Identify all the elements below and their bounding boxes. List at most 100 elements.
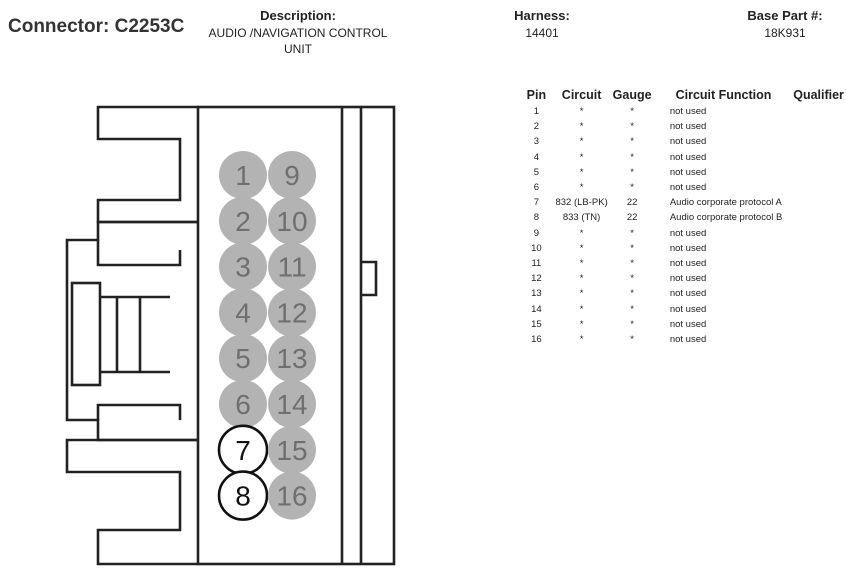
unused-cavity-circle (268, 425, 316, 474)
cell-qualifier (791, 165, 846, 180)
cell-circuit: * (579, 106, 584, 117)
pin-number-label: 3 (235, 252, 251, 283)
cell-circuit-function: not used (669, 166, 707, 178)
cell-circuit-function: not used (669, 318, 707, 330)
cell-gauge: * (630, 106, 634, 117)
cell-qualifier (791, 241, 846, 256)
unused-cavity-circle (268, 196, 316, 245)
description-value: AUDIO /NAVIGATION CONTROL UNIT (188, 25, 408, 57)
cell-circuit-function: not used (669, 136, 707, 148)
cell-gauge: * (630, 151, 634, 163)
pin-2: 2 (219, 196, 267, 245)
cell-circuit-function: not used (669, 273, 707, 285)
cell-qualifier (791, 256, 846, 271)
unused-cavity-circle (268, 242, 316, 291)
pin-number-label: 16 (276, 481, 307, 512)
description-label: Description: (260, 8, 336, 23)
unused-cavity-circle (268, 288, 316, 337)
cell-pin: 6 (533, 182, 540, 194)
cell-circuit: * (579, 288, 584, 300)
table-row: 9**not used (518, 226, 846, 241)
pin-9: 9 (268, 151, 316, 199)
base-part-value: 18K931 (764, 26, 806, 40)
harness-label: Harness: (514, 8, 570, 23)
used-cavity-circle (217, 470, 269, 521)
cell-qualifier (791, 226, 846, 241)
cell-qualifier (791, 119, 846, 134)
pin-number-label: 5 (235, 343, 251, 374)
pin-number-label: 15 (276, 435, 307, 466)
pin-number-label: 8 (235, 481, 251, 512)
cell-pin: 10 (531, 242, 542, 254)
cell-circuit: * (579, 334, 584, 346)
pin-number-label: 13 (276, 343, 307, 374)
pinout-header-row: Pin Circuit Gauge Circuit Function Quali… (518, 86, 846, 104)
cell-circuit-function: not used (669, 106, 707, 117)
cell-qualifier (791, 302, 846, 317)
cell-gauge: * (630, 318, 634, 330)
cell-circuit-function: not used (669, 258, 707, 270)
pin-1: 1 (219, 151, 267, 199)
column-header-circuit: Circuit (561, 88, 602, 102)
pin-8: 8 (217, 470, 269, 521)
cell-qualifier (791, 271, 846, 286)
cell-qualifier (791, 150, 846, 165)
cell-gauge: * (630, 166, 634, 178)
cell-gauge: * (630, 334, 634, 346)
cell-circuit: * (579, 121, 584, 133)
cell-pin: 16 (531, 334, 542, 346)
cell-circuit-function: not used (669, 242, 707, 254)
cell-gauge: * (630, 303, 634, 315)
connector-title: Connector: C2253C (8, 16, 185, 37)
cell-pin: 2 (533, 121, 540, 133)
unused-cavity-circle (268, 151, 316, 199)
table-row: 1**not used (518, 104, 846, 119)
pin-number-label: 14 (276, 389, 307, 420)
pin-number-label: 6 (235, 389, 251, 420)
pin-11: 11 (268, 242, 316, 291)
table-row: 13**not used (518, 286, 846, 301)
cell-pin: 12 (531, 273, 542, 285)
cell-gauge: * (630, 258, 634, 270)
column-header-pin: Pin (526, 88, 547, 102)
cell-circuit: * (579, 166, 584, 178)
cell-gauge: * (630, 273, 634, 285)
pin-15: 15 (268, 425, 316, 474)
pin-number-label: 12 (276, 297, 307, 328)
unused-cavity-circle (219, 334, 267, 383)
cell-circuit: * (579, 273, 584, 285)
cell-circuit: * (579, 318, 584, 330)
table-row: 2**not used (518, 119, 846, 134)
cell-circuit: * (579, 303, 584, 315)
cell-circuit-function: not used (669, 334, 707, 346)
cell-qualifier (791, 104, 846, 119)
cell-circuit: * (579, 136, 584, 148)
table-row: 12 * * not used (518, 271, 846, 286)
unused-cavity-circle (268, 334, 316, 383)
table-row: 4**not used (518, 150, 846, 165)
harness-value: 14401 (525, 26, 559, 40)
table-row: 5**not used (518, 165, 846, 180)
pin-16: 16 (268, 471, 316, 520)
cell-gauge: * (630, 121, 634, 133)
table-row: 15**not used (518, 317, 846, 332)
cell-circuit-function: not used (669, 182, 707, 194)
pin-4: 4 (219, 288, 267, 337)
cell-qualifier (791, 332, 846, 347)
cell-pin: 8 (533, 212, 540, 224)
cell-gauge: * (630, 136, 634, 148)
cell-circuit: 833 (TN) (562, 212, 601, 224)
pin-13: 13 (268, 334, 316, 383)
cell-gauge: 22 (626, 197, 638, 209)
cell-circuit: * (579, 227, 584, 239)
table-row: 6**not used (518, 180, 846, 195)
table-row: 3**not used (518, 134, 846, 149)
cell-pin: 9 (533, 227, 540, 239)
cell-pin: 14 (531, 303, 542, 315)
pin-number-label: 7 (235, 435, 251, 466)
unused-cavity-circle (219, 288, 267, 337)
unused-cavity-circle (219, 151, 267, 199)
table-row: 11**not used (518, 256, 846, 271)
